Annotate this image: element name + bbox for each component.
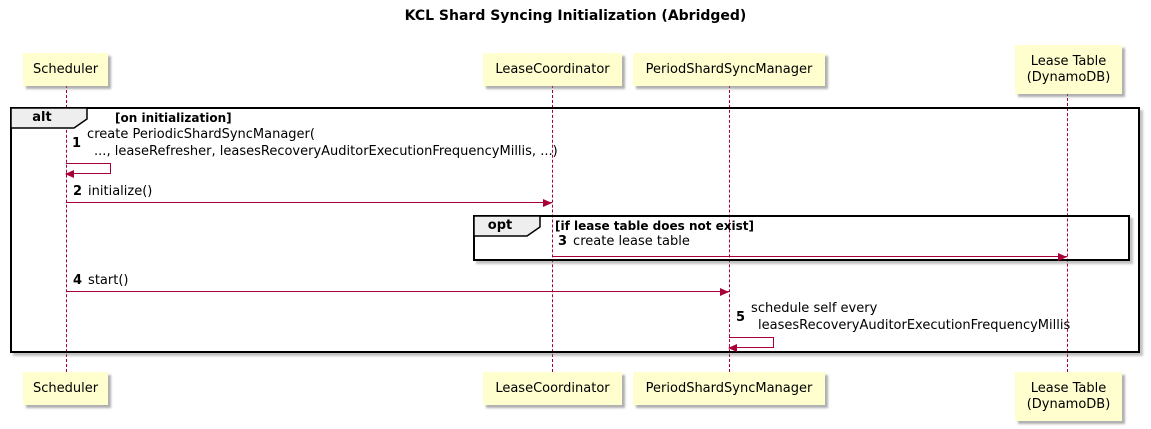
message-1-number: 1: [72, 135, 82, 151]
participant-scheduler-bottom: Scheduler: [23, 372, 108, 405]
message-4-label: 4 start(): [73, 273, 128, 288]
participant-scheduler-top-label: Scheduler: [32, 61, 99, 77]
message-1-text-line1: create PeriodicShardSyncManager(: [87, 127, 315, 142]
message-2-text: initialize(): [88, 184, 153, 199]
alt-frame-pentagon: [11, 108, 88, 129]
participant-periodshardsyncmanager-top-label: PeriodShardSyncManager: [645, 61, 813, 77]
participant-periodshardsyncmanager-bottom: PeriodShardSyncManager: [633, 372, 825, 405]
participant-leasecoordinator-bottom: LeaseCoordinator: [483, 372, 622, 405]
message-1-text-line2: ..., leaseRefresher, leasesRecoveryAudit…: [94, 144, 558, 159]
message-5-text-line2: leasesRecoveryAuditorExecutionFrequencyM…: [758, 318, 1071, 333]
message-1-self-arrow: [65, 163, 111, 178]
message-3-arrow: [552, 253, 1067, 261]
message-1-label: 1 create PeriodicShardSyncManager( ..., …: [72, 126, 558, 160]
message-2-arrow: [66, 199, 552, 207]
opt-frame: [473, 215, 1130, 261]
lifeline-periodshardsyncmanager: [729, 85, 730, 372]
participant-periodshardsyncmanager-bottom-label: PeriodShardSyncManager: [645, 380, 813, 396]
message-4-text: start(): [88, 273, 129, 288]
participant-scheduler-top: Scheduler: [23, 53, 108, 86]
message-5-text-line1: schedule self every: [751, 301, 878, 316]
participant-leasetable-top-line2: (DynamoDB): [1026, 69, 1111, 85]
alt-condition: [on initialization]: [115, 111, 232, 125]
message-2-label: 2 initialize(): [73, 184, 152, 199]
lifeline-leasetable: [1067, 93, 1068, 372]
message-3-label: 3 create lease table: [558, 234, 690, 249]
opt-frame-pentagon: [474, 216, 541, 237]
participant-leasetable-bottom-line2: (DynamoDB): [1026, 396, 1111, 412]
lifeline-leasecoordinator: [552, 85, 553, 372]
participant-periodshardsyncmanager-top: PeriodShardSyncManager: [633, 53, 825, 86]
participant-scheduler-bottom-label: Scheduler: [32, 380, 99, 396]
message-5-label: 5 schedule self every leasesRecoveryAudi…: [736, 300, 1070, 334]
participant-leasetable-top: Lease Table (DynamoDB): [1015, 45, 1122, 94]
participant-leasetable-top-line1: Lease Table: [1030, 53, 1107, 69]
participant-leasecoordinator-top: LeaseCoordinator: [483, 53, 622, 86]
participant-leasetable-bottom-line1: Lease Table: [1030, 380, 1107, 396]
participant-leasecoordinator-bottom-label: LeaseCoordinator: [495, 380, 610, 396]
message-3-text: create lease table: [573, 234, 690, 249]
participant-leasecoordinator-top-label: LeaseCoordinator: [495, 61, 610, 77]
message-3-number: 3: [558, 234, 568, 249]
diagram-title: KCL Shard Syncing Initialization (Abridg…: [404, 8, 747, 24]
opt-condition: [if lease table does not exist]: [555, 219, 755, 233]
opt-keyword: opt: [487, 218, 513, 233]
lifeline-scheduler: [66, 85, 67, 372]
message-4-arrow: [66, 288, 729, 296]
message-4-number: 4: [73, 273, 83, 288]
message-5-number: 5: [736, 309, 746, 325]
participant-leasetable-bottom: Lease Table (DynamoDB): [1015, 372, 1122, 421]
alt-frame: [10, 107, 1140, 353]
message-5-self-arrow: [728, 337, 774, 352]
alt-keyword: alt: [32, 110, 52, 125]
message-2-number: 2: [73, 184, 83, 199]
